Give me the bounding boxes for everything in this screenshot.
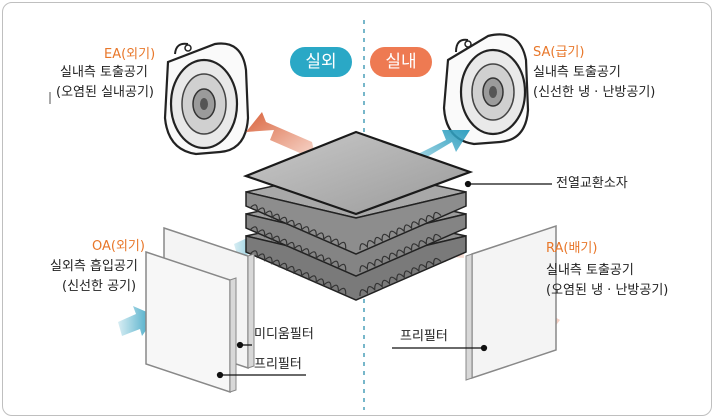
oa-code-label: OA(외기): [92, 239, 145, 254]
fan-unit-icon: [442, 33, 530, 146]
ea-line1-label: 실내측 토출공기: [60, 65, 148, 80]
heat-exchange-core: [242, 130, 474, 301]
ea-code-label: EA(외기): [104, 47, 156, 62]
sa-code-label: SA(급기): [533, 45, 585, 60]
ra-line1-label: 실내측 토출공기: [546, 263, 634, 278]
core-label: 전열교환소자: [556, 176, 628, 191]
medium-filter-label: 미디움필터: [254, 327, 314, 342]
pre-filter-left-label: 프리필터: [254, 357, 302, 372]
sa-line1-label: 실내측 토출공기: [533, 65, 621, 80]
pre-filter-panel-right: [465, 224, 557, 381]
pre-filter-panel-left: [145, 250, 237, 394]
oa-line1-label: 실외측 흡입공기: [50, 259, 138, 274]
fan-unit-icon: [163, 42, 250, 156]
ra-line2-label: (오염된 냉 · 난방공기): [546, 283, 669, 298]
ea-line2-label: (오염된 실내공기): [56, 85, 154, 100]
oa-line2-label: (신선한 공기): [62, 279, 137, 294]
pre-filter-right-label: 프리필터: [400, 329, 448, 344]
sa-line2-label: (신선한 냉 · 난방공기): [533, 85, 656, 100]
indoor-zone-badge: 실내: [370, 47, 432, 77]
leader-lines: [49, 92, 552, 379]
outdoor-zone-badge: 실외: [290, 47, 352, 77]
exhaust-arrow: [246, 112, 316, 160]
ra-code-label: RA(배기): [546, 241, 598, 256]
